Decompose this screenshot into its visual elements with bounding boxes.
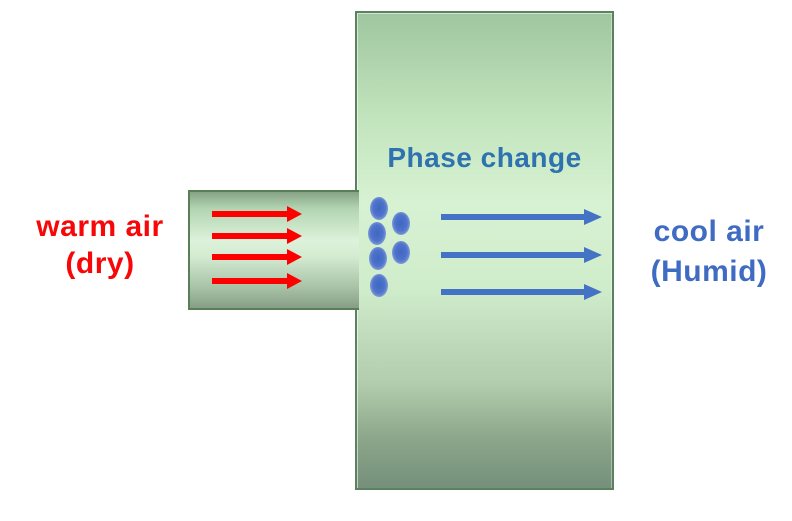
water-droplet-icon (370, 274, 388, 297)
cool-air-label: cool air (Humid) (626, 212, 792, 292)
cool-air-line1: cool air (653, 215, 765, 248)
blue-flow-arrow-icon (441, 244, 602, 266)
water-droplet-icon (392, 212, 410, 235)
phase-change-label: Phase change (387, 142, 582, 173)
warm-air-line1: warm air (36, 210, 164, 243)
blue-flow-arrow-icon (441, 206, 602, 228)
water-droplet-icon (369, 247, 387, 270)
water-droplet-icon (368, 222, 386, 245)
red-flow-arrow-icon (212, 226, 302, 246)
cool-air-line2: (Humid) (650, 255, 768, 288)
red-flow-arrow-icon (212, 204, 302, 224)
warm-air-line2: (dry) (65, 247, 135, 280)
red-flow-arrow-icon (212, 247, 302, 267)
blue-flow-arrow-icon (441, 281, 602, 303)
water-droplet-icon (392, 241, 410, 264)
warm-air-label: warm air (dry) (0, 208, 200, 282)
water-droplet-icon (370, 197, 388, 220)
red-flow-arrow-icon (212, 271, 302, 291)
